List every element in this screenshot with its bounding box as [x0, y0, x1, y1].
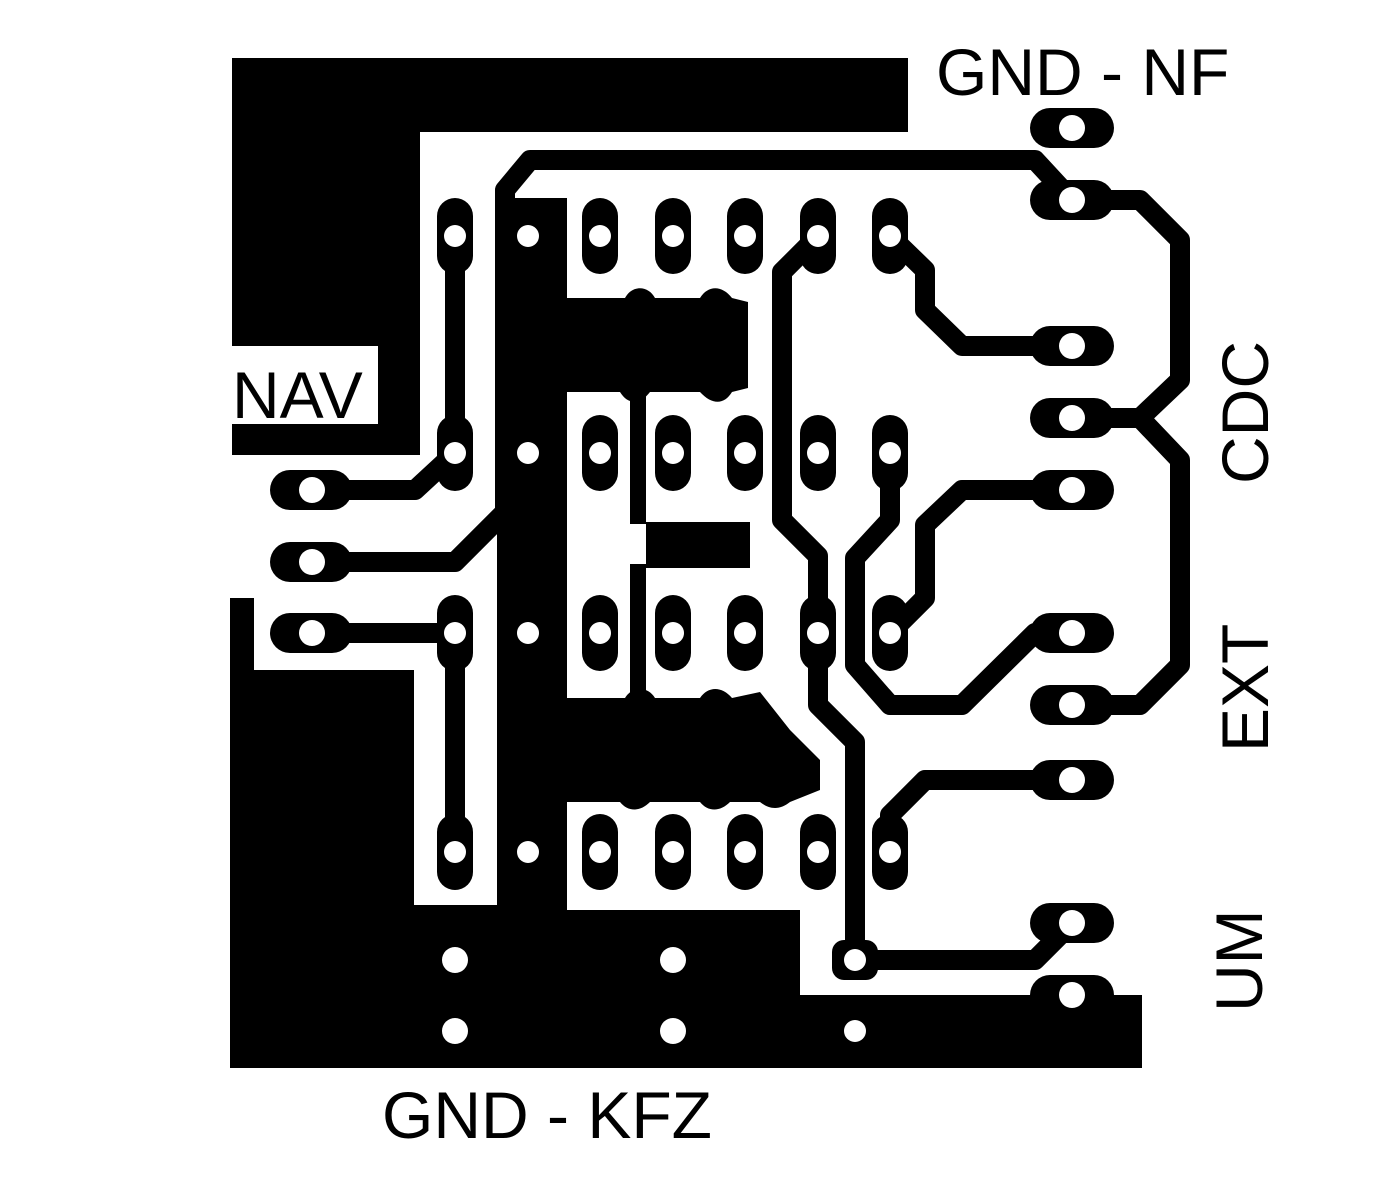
right-connector-pads	[1030, 108, 1114, 1015]
cdc-label: CDC	[1208, 341, 1282, 484]
gnd-kfz-label: GND - KFZ	[382, 1078, 712, 1152]
ext-label: EXT	[1208, 624, 1282, 752]
um-label: UM	[1202, 909, 1276, 1012]
drill-holes	[299, 115, 1085, 1044]
nav-label: NAV	[232, 358, 363, 432]
nav-label-background	[230, 346, 378, 424]
gnd-nf-label: GND - NF	[936, 35, 1229, 109]
